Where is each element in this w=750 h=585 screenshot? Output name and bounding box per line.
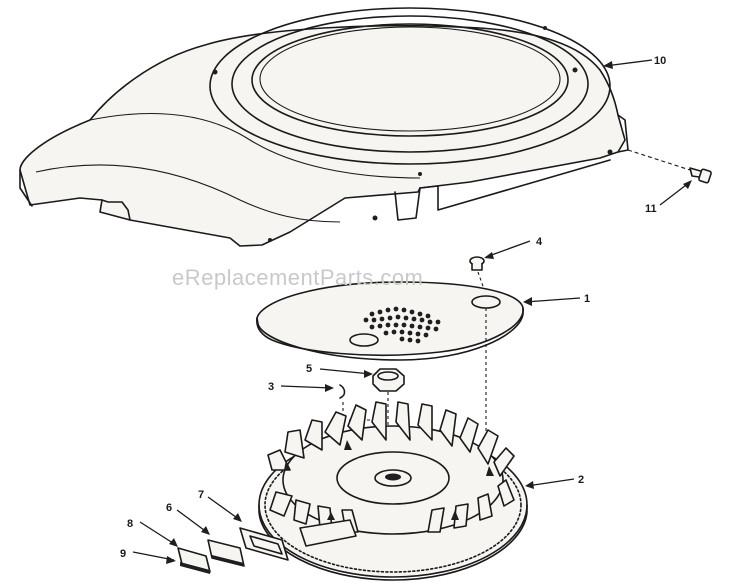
housing-screw bbox=[627, 149, 712, 184]
svg-text:2: 2 bbox=[578, 474, 584, 486]
callout-5: 5 bbox=[306, 363, 373, 378]
svg-text:8: 8 bbox=[127, 518, 133, 530]
callout-10: 10 bbox=[603, 55, 666, 69]
svg-text:11: 11 bbox=[645, 203, 657, 215]
callout-7: 7 bbox=[198, 489, 242, 522]
blower-housing bbox=[19, 7, 629, 247]
magnet-shoe bbox=[177, 547, 211, 574]
svg-text:5: 5 bbox=[306, 363, 312, 375]
magnet bbox=[239, 527, 289, 561]
callout-2: 2 bbox=[525, 474, 584, 489]
flywheel bbox=[258, 401, 528, 581]
svg-text:10: 10 bbox=[654, 55, 666, 67]
svg-text:4: 4 bbox=[536, 236, 543, 248]
callout-9: 9 bbox=[120, 548, 176, 564]
svg-text:1: 1 bbox=[584, 293, 590, 305]
callout-4: 4 bbox=[484, 236, 543, 259]
svg-text:7: 7 bbox=[198, 489, 204, 501]
svg-text:6: 6 bbox=[166, 502, 172, 514]
watermark-text: eReplacementParts.com bbox=[172, 265, 423, 290]
callout-3: 3 bbox=[268, 381, 334, 393]
callout-1: 1 bbox=[523, 293, 590, 306]
callout-6: 6 bbox=[166, 502, 210, 535]
callout-8: 8 bbox=[127, 518, 178, 547]
screen-screw bbox=[469, 256, 487, 296]
svg-text:9: 9 bbox=[120, 548, 126, 560]
callout-11: 11 bbox=[645, 180, 692, 215]
svg-text:3: 3 bbox=[268, 381, 274, 393]
rotating-screen bbox=[256, 281, 524, 361]
magnet-insert bbox=[207, 539, 245, 567]
